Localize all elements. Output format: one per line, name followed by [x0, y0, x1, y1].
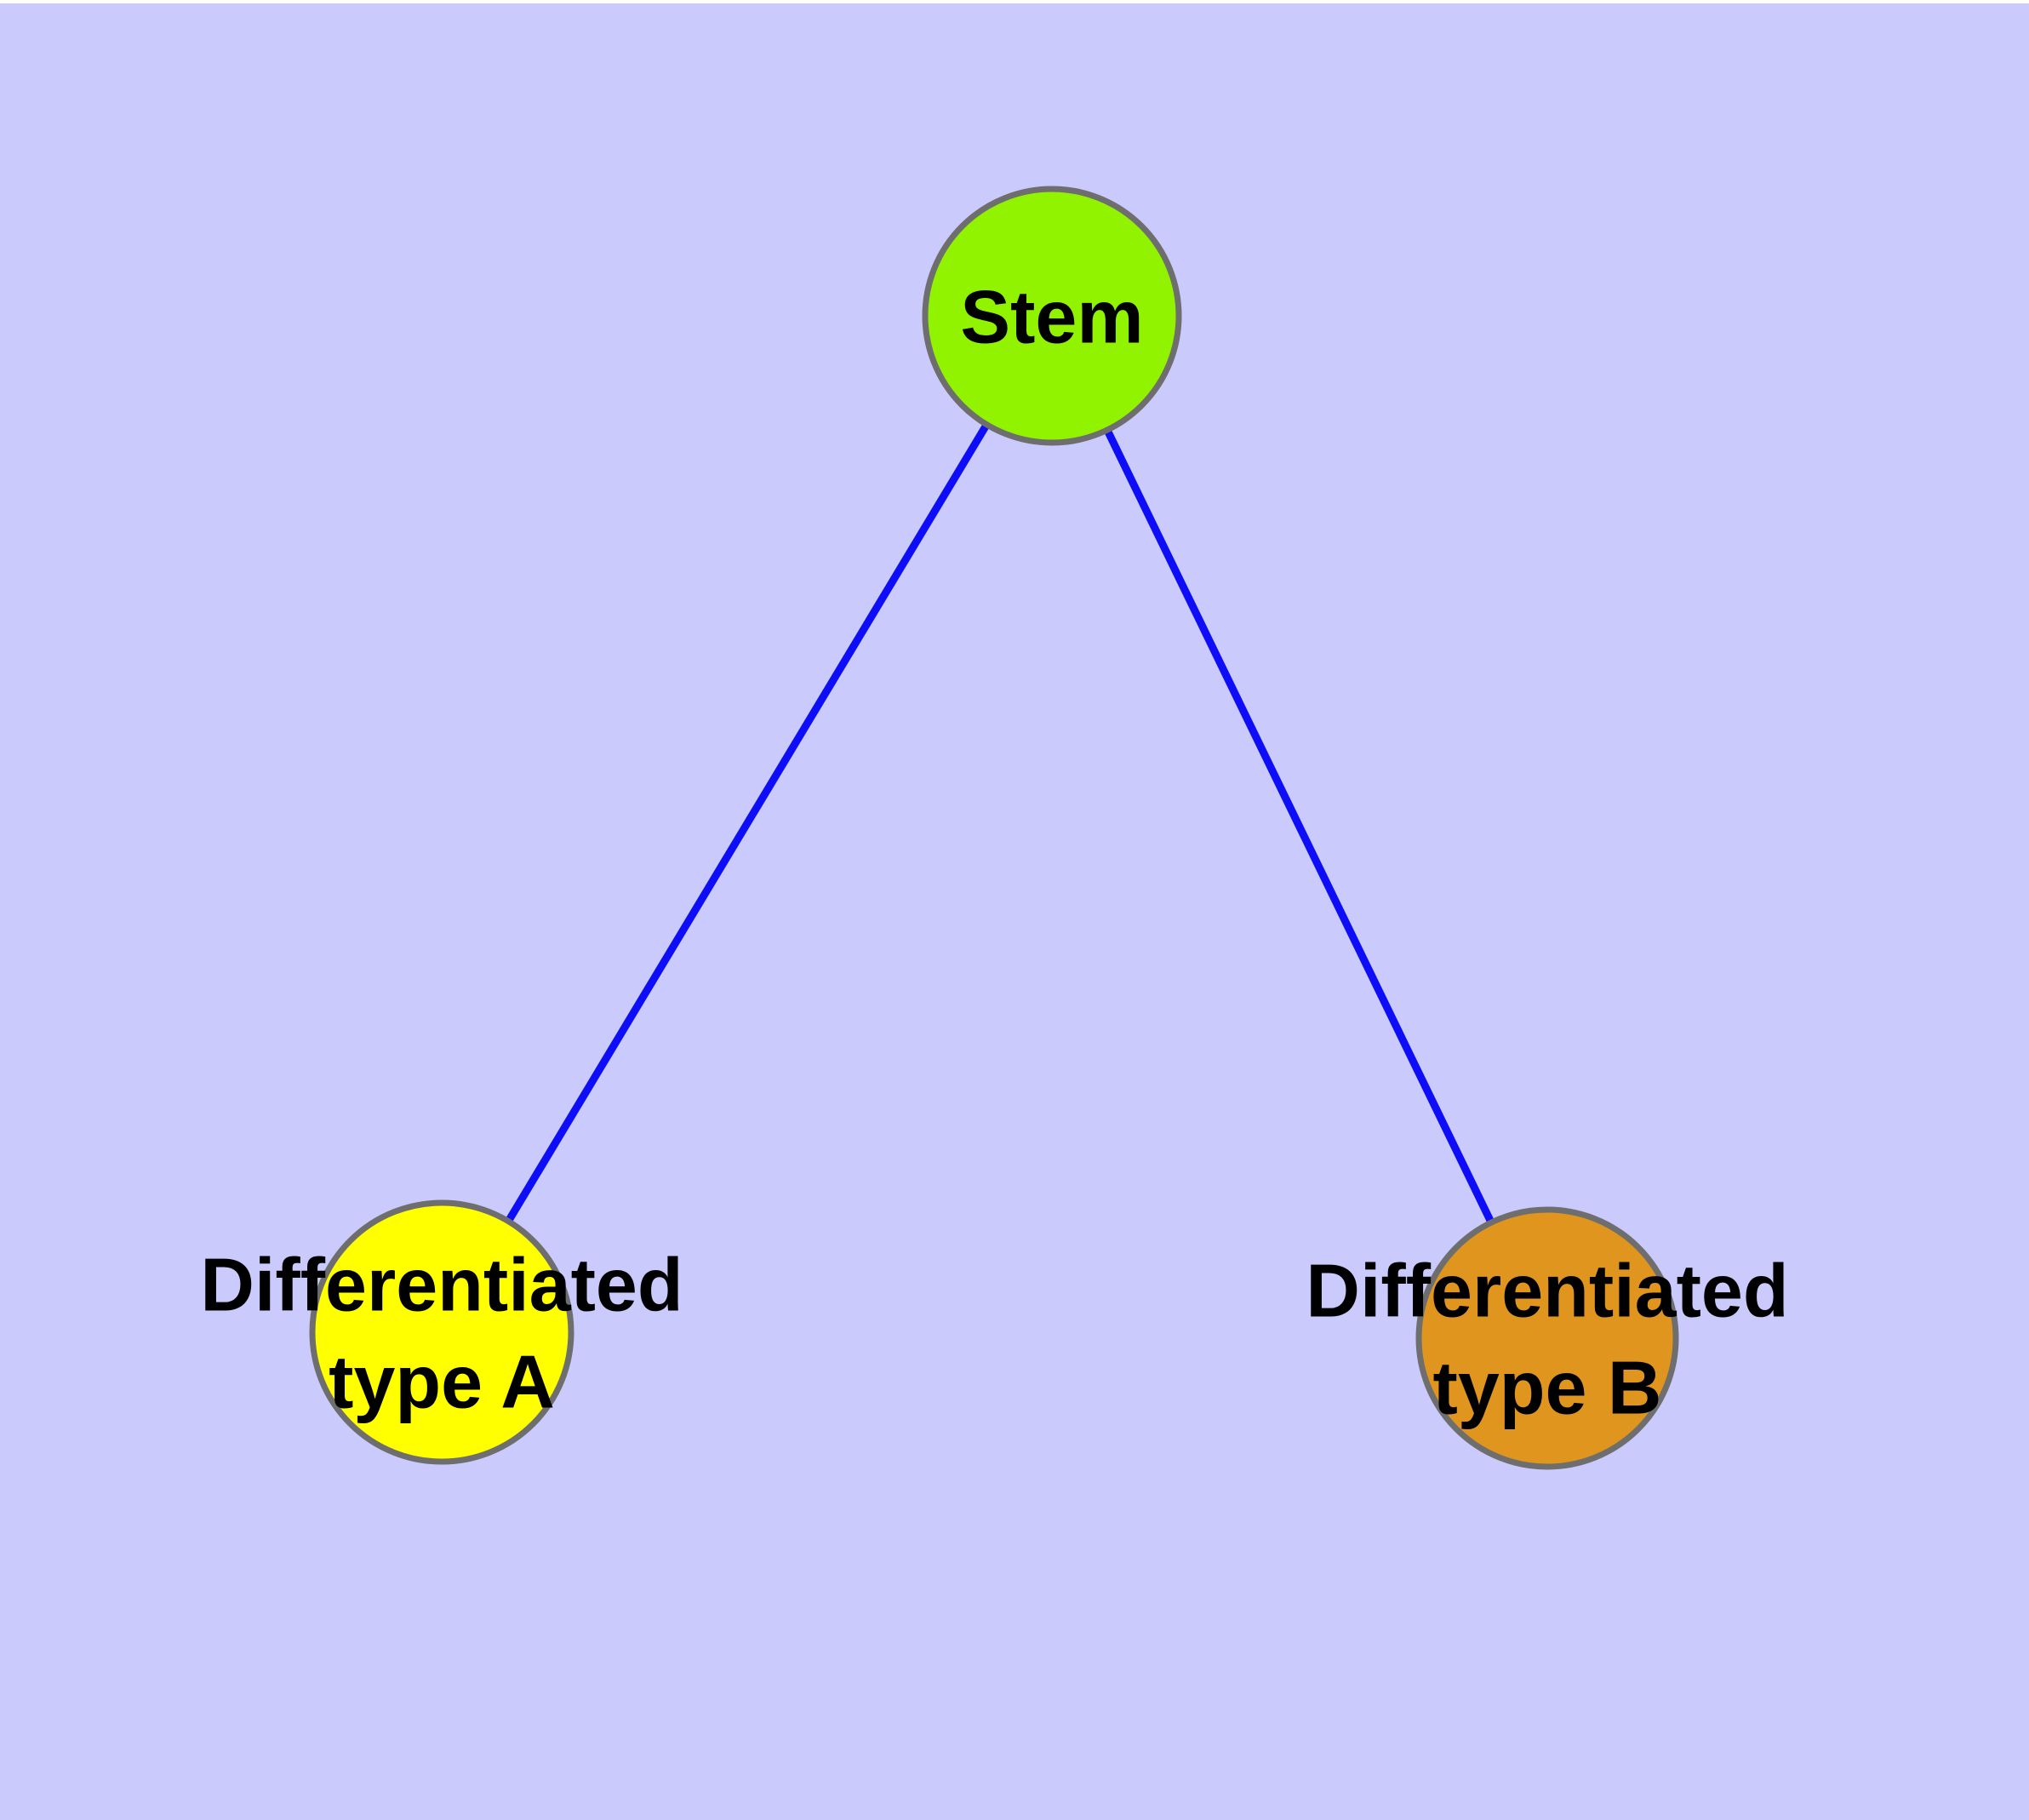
edge-stem-diff_b [1048, 314, 1552, 1340]
node-label-line: Differentiated [200, 1243, 683, 1327]
node-diff_b-circle [1415, 1206, 1679, 1470]
node-label-line: type B [1433, 1346, 1662, 1430]
node-label-line: Stem [960, 275, 1143, 359]
node-stem-circle [922, 186, 1182, 446]
edge-stem-diff_a [438, 313, 1055, 1335]
node-diff_a-circle [309, 1199, 574, 1465]
node-label-line: Differentiated [1306, 1249, 1788, 1333]
node-diff_b-label: Differentiated type B [1306, 1249, 1788, 1430]
node-stem-label: Stem [960, 275, 1143, 359]
node-label-line: type A [329, 1340, 555, 1424]
node-diff_a-label: Differentiated type A [200, 1243, 683, 1424]
